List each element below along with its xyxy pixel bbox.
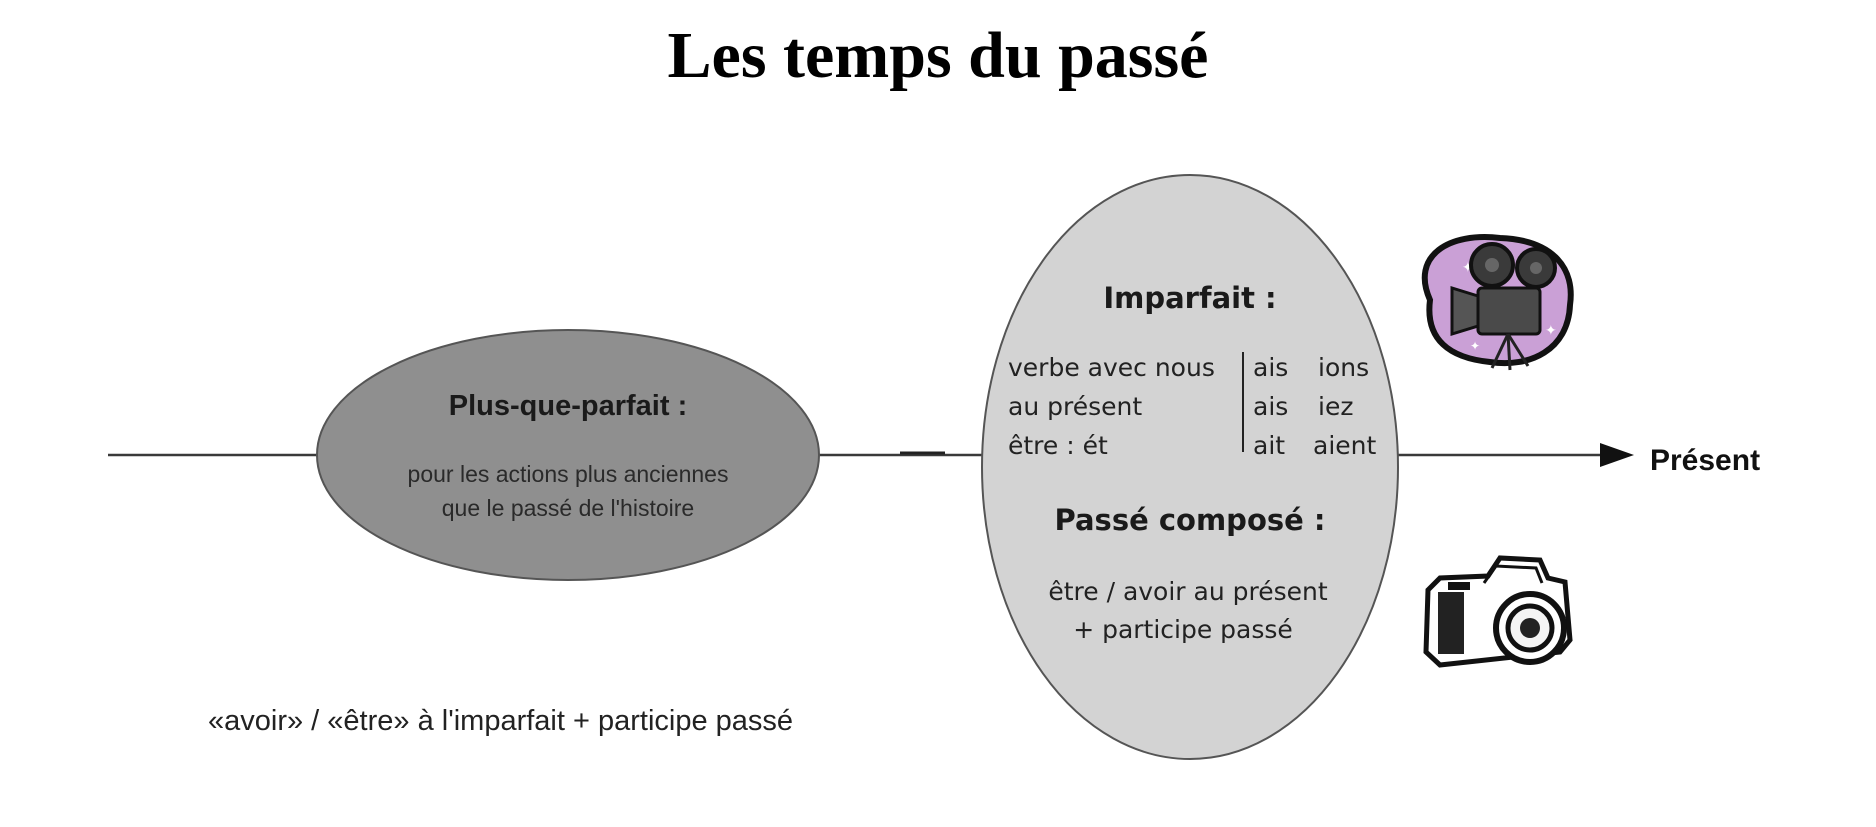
imparfait-ending-nous: ions [1318, 353, 1369, 382]
photo-camera-icon [1423, 555, 1573, 668]
imparfait-ending-ils: aient [1313, 431, 1376, 460]
plus-que-parfait-bubble: Plus-que-parfait : pour les actions plus… [316, 329, 820, 581]
plus-que-parfait-heading: Plus-que-parfait : [449, 390, 687, 422]
timeline-arrowhead [1600, 443, 1634, 467]
imparfait-ending-tu: ais [1253, 392, 1288, 421]
present-label: Présent [1650, 444, 1760, 477]
imparfait-stem-row-1: verbe avec nous [1008, 353, 1215, 382]
imparfait-stem-row-2: au présent [1008, 392, 1142, 421]
svg-text:✦: ✦ [1545, 324, 1557, 339]
film-camera-icon: ✦ ✦ ✦ [1421, 234, 1574, 371]
passe-compose-heading: Passé composé : [1055, 503, 1326, 537]
imparfait-stem-row-3: être : ét [1008, 431, 1108, 460]
imparfait-heading: Imparfait : [1103, 281, 1276, 315]
passe-compose-desc-line2: + participe passé [1073, 615, 1293, 644]
svg-text:✦: ✦ [1470, 339, 1480, 353]
plus-que-parfait-desc-line2: que le passé de l'histoire [442, 495, 694, 521]
plus-que-parfait-formation: «avoir» / «être» à l'imparfait + partici… [208, 705, 793, 737]
imparfait-ending-je: ais [1253, 353, 1288, 382]
page-title: Les temps du passé [667, 19, 1209, 92]
imparfait-ending-vous: iez [1318, 392, 1353, 421]
plus-que-parfait-desc-line1: pour les actions plus anciennes [408, 461, 729, 487]
imparfait-passe-compose-bubble: Imparfait : verbe avec nous au présent ê… [981, 174, 1399, 760]
passe-compose-desc-line1: être / avoir au présent [1048, 577, 1328, 606]
imparfait-ending-il: ait [1253, 431, 1285, 460]
